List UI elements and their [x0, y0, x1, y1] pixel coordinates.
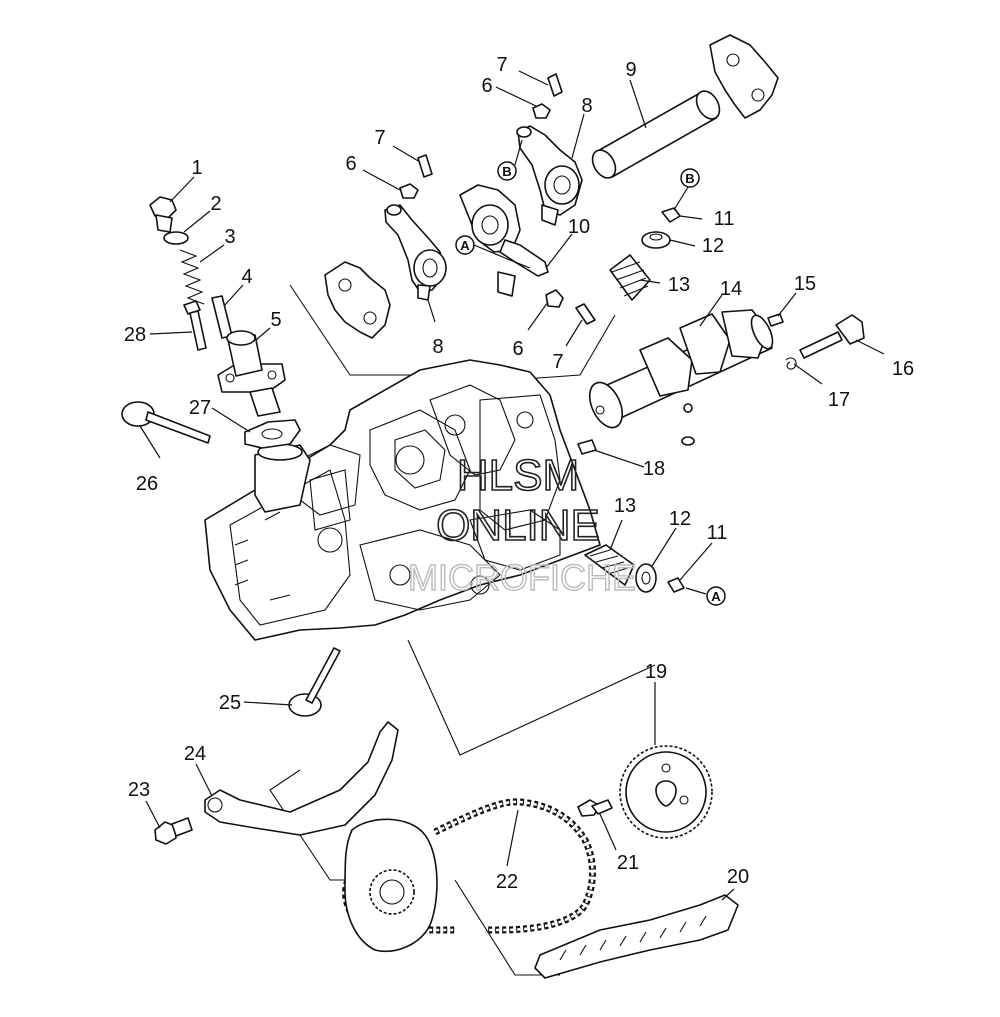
reference-mark-a-right: A [685, 586, 726, 606]
sprocket-bolt [577, 799, 613, 817]
rocker-shaft [591, 90, 721, 179]
lock-nut-center [545, 289, 564, 308]
callout-7-left: 7 [374, 127, 385, 149]
watermark-line-1: HLSM [457, 451, 579, 500]
tensioner-spring [179, 249, 205, 305]
callout-12-lower: 12 [669, 508, 691, 530]
cylinder-head [204, 359, 601, 641]
callout-7-top: 7 [496, 54, 507, 76]
reference-mark-b-right: B [673, 168, 700, 211]
callout-24: 24 [184, 743, 206, 765]
gasket-hole [261, 428, 283, 440]
callout-16: 16 [892, 358, 914, 380]
callout-2: 2 [210, 193, 221, 215]
valve-spring-upper [609, 254, 651, 301]
callout-14: 14 [720, 278, 742, 300]
callout-21: 21 [617, 852, 639, 874]
callout-1: 1 [191, 157, 202, 179]
chain-tensioner-guide [204, 721, 399, 836]
callout-13-upper: 13 [668, 274, 690, 296]
valve-spring-lower [584, 544, 635, 586]
callout-11-upper: 11 [714, 208, 735, 230]
chain-guide-front [534, 894, 739, 979]
chain-tensioner-body [217, 330, 286, 417]
callout-3: 3 [224, 226, 235, 248]
watermark-line-2: ONLINE [436, 501, 600, 550]
tensioner-bolt [183, 300, 207, 351]
rocker-arm-left [384, 204, 447, 301]
callout-12-upper: 12 [702, 235, 724, 257]
callout-27: 27 [189, 397, 211, 419]
callout-28: 28 [124, 324, 146, 346]
adjuster-screw-left [417, 154, 433, 178]
rocker-pedestal-right [709, 34, 779, 119]
tensioner-plunger [211, 295, 233, 339]
lock-nut-left [399, 183, 419, 199]
callout-19: 19 [645, 661, 667, 683]
svg-text:B: B [502, 164, 511, 179]
exhaust-valve [121, 401, 211, 444]
valve-keeper-upper [661, 207, 681, 223]
callout-20: 20 [727, 866, 749, 888]
svg-text:A: A [711, 589, 721, 604]
callout-4: 4 [241, 266, 252, 288]
callout-5: 5 [270, 309, 281, 331]
decompressor-pin [767, 313, 784, 327]
callout-17: 17 [828, 389, 850, 411]
callout-26: 26 [136, 473, 158, 495]
spring-clip [785, 357, 797, 370]
callout-leaders [139, 70, 885, 901]
callout-15: 15 [794, 273, 816, 295]
reference-mark-b-left: B [497, 139, 523, 181]
callout-6-center: 6 [512, 338, 523, 360]
sealing-washer [163, 231, 189, 245]
intake-valve [288, 647, 341, 717]
tensioner-guide-bolt [154, 817, 193, 845]
watermark: HLSM ONLINE MICROFICHE [407, 450, 636, 599]
callout-numbers: 1 2 3 4 5 28 27 26 25 7 6 8 9 7 6 10 11 … [124, 54, 914, 893]
svg-text:A: A [460, 238, 470, 253]
callout-6-top: 6 [481, 75, 492, 97]
cam-sprocket [619, 745, 713, 839]
rocker-arm-right [516, 125, 583, 226]
watermark-line-3: MICROFICHE [408, 557, 636, 598]
rocker-arm-center [459, 184, 549, 297]
crank-sprocket [344, 818, 438, 952]
spring-retainer-lower [635, 563, 657, 593]
camshaft-ball [681, 403, 695, 446]
valve-keeper-lower [667, 577, 685, 593]
callout-9: 9 [625, 59, 636, 81]
callout-8-left: 8 [432, 336, 443, 358]
callout-11-lower: 11 [707, 522, 728, 544]
tensioner-gasket [244, 419, 301, 449]
spring-retainer-upper [641, 231, 671, 249]
callout-8-top: 8 [581, 95, 592, 117]
cap-bolt [149, 196, 177, 233]
callout-6-left: 6 [345, 153, 356, 175]
decompressor-shaft [799, 314, 865, 359]
dowel-pin [577, 439, 597, 455]
adjuster-screw-center [575, 303, 596, 325]
callout-18: 18 [643, 458, 665, 480]
lock-nut-upper [532, 103, 551, 119]
svg-text:B: B [685, 171, 694, 186]
callout-25: 25 [219, 692, 241, 714]
adjuster-screw-upper [547, 73, 563, 97]
callout-22: 22 [496, 871, 518, 893]
reference-mark-a-left: A [455, 235, 531, 269]
callout-23: 23 [128, 779, 150, 801]
camshaft [588, 309, 774, 429]
callout-13-lower: 13 [614, 495, 636, 517]
callout-10: 10 [568, 216, 590, 238]
rocker-pedestal-left [324, 261, 391, 339]
callout-7-center: 7 [552, 351, 563, 373]
